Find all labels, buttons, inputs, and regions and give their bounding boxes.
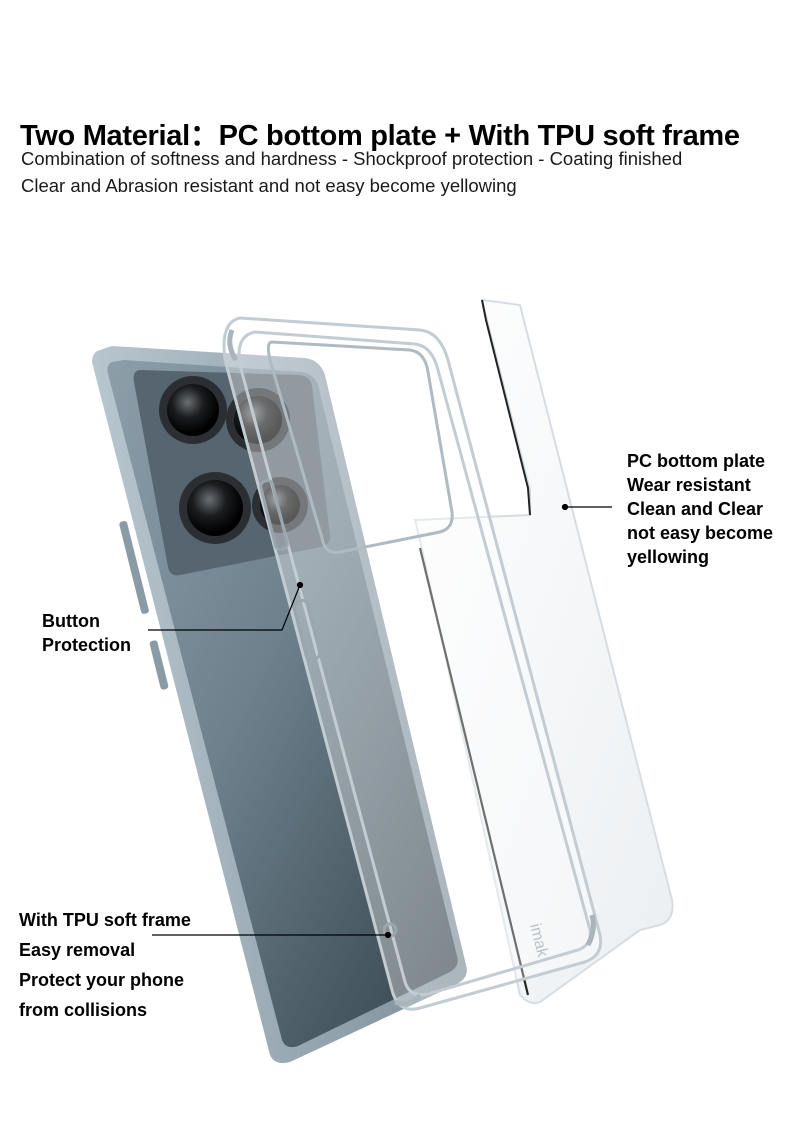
page-title: Two Material：PC bottom plate + With TPU …	[20, 120, 740, 152]
callout-line: Button	[42, 611, 100, 631]
callout-tpu-frame: With TPU soft frame Easy removal Protect…	[19, 905, 191, 1025]
callout-pc-bottom-plate: PC bottom plate Wear resistant Clean and…	[627, 449, 773, 569]
subtitle-line-2: Clear and Abrasion resistant and not eas…	[21, 175, 517, 196]
tpu-soft-frame	[222, 316, 603, 1011]
leader-lines	[148, 503, 612, 939]
callout-line: Protection	[42, 635, 132, 655]
callout-button-protection: Button Protection	[42, 609, 131, 657]
subtitle-line-1: Combination of softness and hardness - S…	[21, 148, 683, 169]
callout-line: not easy become	[627, 523, 774, 543]
callout-line: Wear resistant	[627, 475, 751, 495]
pc-bottom-plate	[413, 298, 674, 1005]
callout-line: PC bottom plate	[627, 451, 765, 471]
callout-line: Clean and Clear	[627, 499, 764, 519]
callout-line: Protect your phone	[19, 970, 185, 990]
callout-line: yellowing	[627, 547, 710, 567]
callout-line: With TPU soft frame	[19, 910, 191, 930]
callout-line: from collisions	[19, 1000, 148, 1020]
callout-line: Easy removal	[19, 940, 136, 960]
